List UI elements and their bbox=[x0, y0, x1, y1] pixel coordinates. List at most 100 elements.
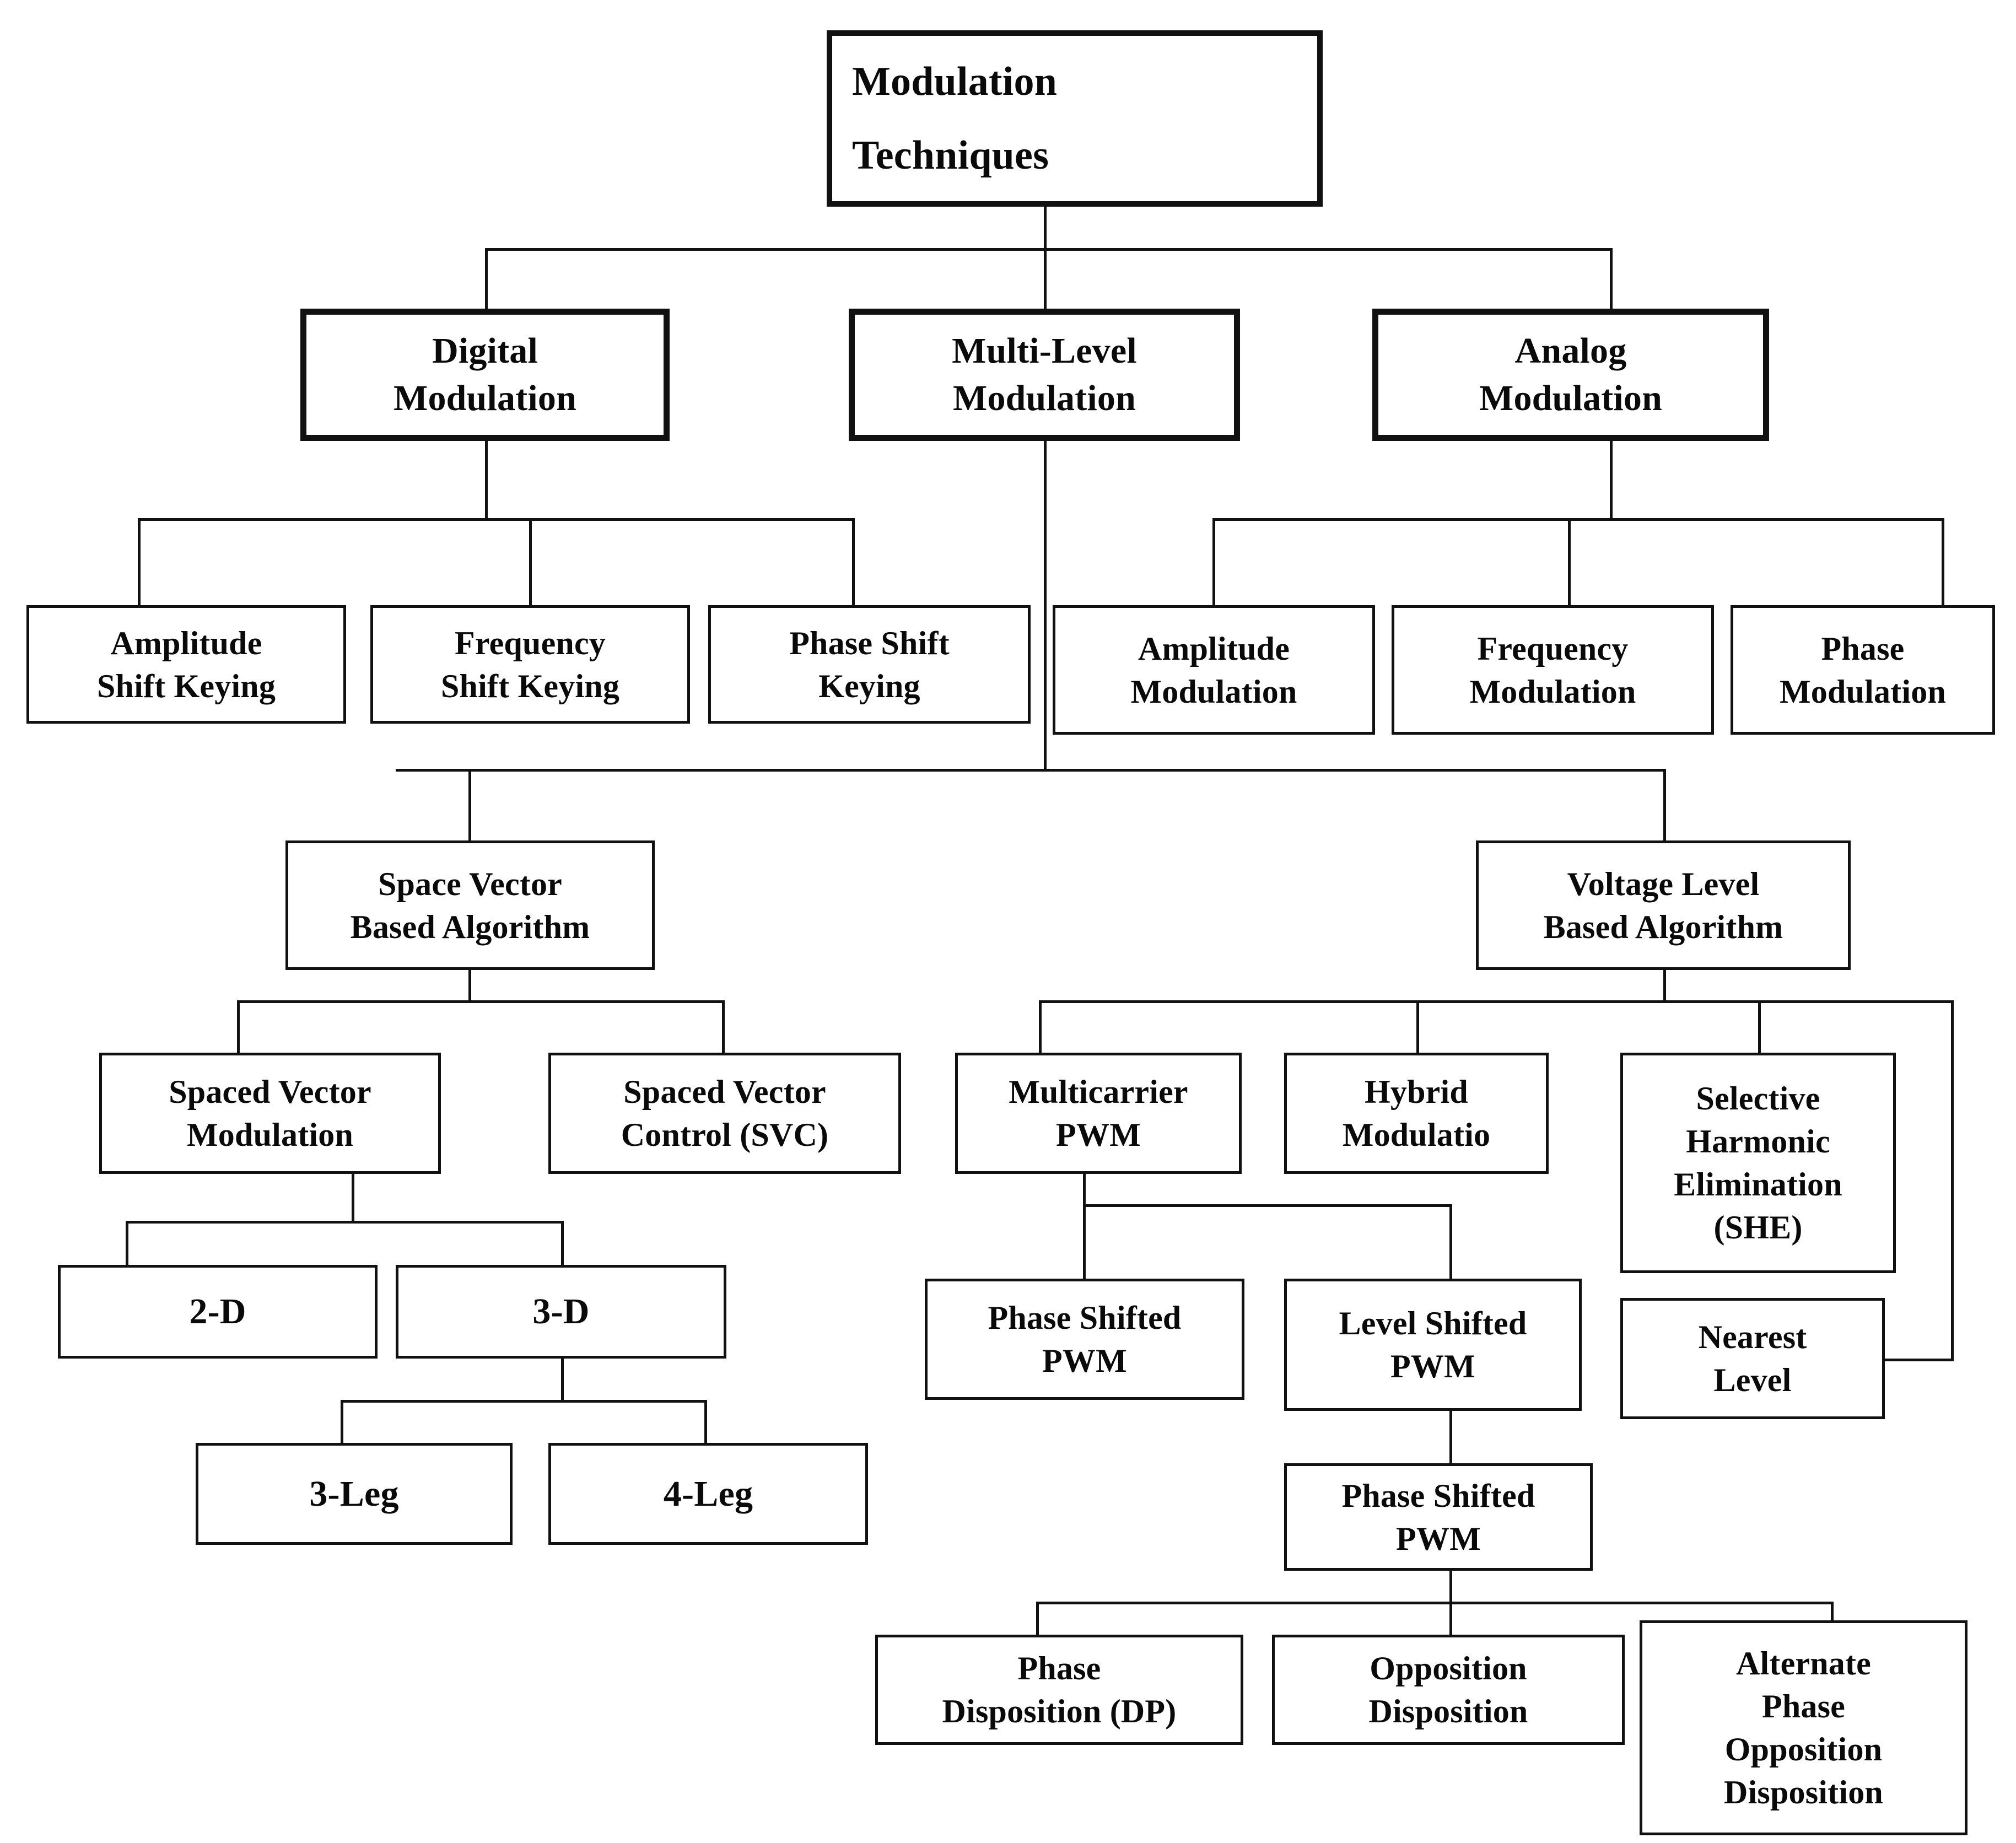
connector-vlba-bus bbox=[1039, 1000, 1954, 1003]
node-analog-modulation[interactable]: Analog Modulation bbox=[1372, 309, 1769, 441]
connector-to-hybrid bbox=[1416, 1000, 1419, 1053]
connector-to-4leg bbox=[704, 1400, 707, 1443]
connector-svm-bus bbox=[126, 1221, 561, 1224]
node-label-line1: Opposition bbox=[1370, 1650, 1527, 1686]
node-label-line2: Modulation bbox=[393, 378, 577, 418]
node-phase-disposition[interactable]: Phase Disposition (DP) bbox=[875, 1635, 1243, 1745]
node-label-line3: Elimination bbox=[1674, 1166, 1842, 1203]
connector-to-mcpwm bbox=[1039, 1000, 1042, 1053]
node-label-line2: Based Algorithm bbox=[1543, 908, 1783, 945]
node-label-line2: Shift Keying bbox=[96, 667, 276, 704]
node-label-line1: Selective bbox=[1696, 1080, 1820, 1117]
connector-svba-bus bbox=[237, 1000, 722, 1003]
node-label-line1: Spaced Vector bbox=[623, 1074, 826, 1110]
node-label-line3: Opposition bbox=[1724, 1731, 1883, 1767]
node-phase-shifted-pwm-1[interactable]: Phase Shifted PWM bbox=[925, 1279, 1244, 1400]
connector-to-od bbox=[1449, 1602, 1452, 1635]
node-label-line1: Level Shifted bbox=[1339, 1305, 1527, 1341]
connector-multilevel-bus bbox=[396, 769, 1663, 772]
node-label-line1: Amplitude bbox=[110, 624, 262, 661]
connector-to-pm bbox=[1942, 518, 1944, 605]
node-label-line2: Disposition (DP) bbox=[942, 1693, 1177, 1729]
node-label-line1: Multicarrier bbox=[1009, 1074, 1188, 1110]
node-spaced-vector-control[interactable]: Spaced Vector Control (SVC) bbox=[548, 1053, 901, 1174]
connector-pspwm2-bus bbox=[1036, 1602, 1831, 1604]
connector-3d-bus bbox=[341, 1400, 704, 1403]
node-nearest-level[interactable]: Nearest Level bbox=[1620, 1298, 1885, 1419]
node-label-line1: Amplitude bbox=[1138, 630, 1290, 667]
node-label-line2: PWM bbox=[1390, 1348, 1475, 1384]
node-multicarrier-pwm[interactable]: Multicarrier PWM bbox=[955, 1053, 1242, 1174]
connector-nearest-elbow bbox=[1884, 1359, 1954, 1361]
connector-to-3d bbox=[561, 1221, 564, 1265]
connector-to-pd bbox=[1036, 1602, 1039, 1635]
node-label-line1: Hybrid bbox=[1365, 1074, 1468, 1110]
node-label-line1: 3-D bbox=[532, 1291, 590, 1332]
node-phase-shift-keying[interactable]: Phase Shift Keying bbox=[708, 605, 1031, 724]
connector-to-ask bbox=[138, 518, 141, 605]
connector-to-apod bbox=[1831, 1602, 1834, 1635]
node-alternate-phase-opposition-disposition[interactable]: Alternate Phase Opposition Disposition bbox=[1640, 1620, 1968, 1835]
node-label-line1: Spaced Vector bbox=[169, 1074, 371, 1110]
connector-vlba-stem bbox=[1663, 970, 1666, 1000]
node-3d[interactable]: 3-D bbox=[396, 1265, 726, 1359]
connector-digital-bus bbox=[138, 518, 852, 521]
connector-to-pspwm1 bbox=[1083, 1204, 1086, 1279]
node-selective-harmonic-elimination[interactable]: Selective Harmonic Elimination (SHE) bbox=[1620, 1053, 1896, 1273]
node-space-vector-based-algorithm[interactable]: Space Vector Based Algorithm bbox=[285, 840, 655, 970]
node-frequency-shift-keying[interactable]: Frequency Shift Keying bbox=[370, 605, 690, 724]
node-label-line1: Phase Shift bbox=[789, 624, 950, 661]
connector-to-multilevel bbox=[1044, 248, 1047, 309]
connector-to-lspwm bbox=[1449, 1204, 1452, 1279]
node-amplitude-modulation[interactable]: Amplitude Modulation bbox=[1053, 605, 1375, 735]
node-opposition-disposition[interactable]: Opposition Disposition bbox=[1272, 1635, 1625, 1745]
node-label-line1: 3-Leg bbox=[309, 1473, 399, 1514]
node-label-line1: Digital bbox=[432, 331, 538, 371]
node-hybrid-modulation[interactable]: Hybrid Modulatio bbox=[1284, 1053, 1549, 1174]
node-label-line1: Nearest bbox=[1698, 1319, 1807, 1355]
node-label-line2: Harmonic bbox=[1686, 1123, 1830, 1160]
connector-to-am bbox=[1212, 518, 1215, 605]
node-2d[interactable]: 2-D bbox=[58, 1265, 378, 1359]
connector-lspwm-stem bbox=[1449, 1411, 1452, 1464]
node-frequency-modulation[interactable]: Frequency Modulation bbox=[1392, 605, 1714, 735]
node-label-line1: Multi-Level bbox=[952, 331, 1137, 371]
node-label-line1: Phase bbox=[1821, 630, 1905, 667]
node-modulation-techniques[interactable]: Modulation Techniques bbox=[827, 30, 1323, 207]
node-3-leg[interactable]: 3-Leg bbox=[196, 1443, 513, 1545]
node-phase-modulation[interactable]: Phase Modulation bbox=[1731, 605, 1995, 735]
node-multi-level-modulation[interactable]: Multi-Level Modulation bbox=[849, 309, 1240, 441]
connector-pspwm2-stem bbox=[1449, 1570, 1452, 1602]
node-label-line2: Shift Keying bbox=[440, 667, 620, 704]
node-label-line1: 4-Leg bbox=[663, 1473, 753, 1514]
node-label-line1: Phase bbox=[1017, 1650, 1101, 1686]
node-label-line2: Techniques bbox=[852, 133, 1049, 178]
node-digital-modulation[interactable]: Digital Modulation bbox=[300, 309, 670, 441]
connector-mcpwm-bus bbox=[1083, 1204, 1449, 1207]
node-label-line4: (SHE) bbox=[1713, 1209, 1803, 1246]
node-label-line2: Modulation bbox=[1779, 673, 1947, 710]
connector-analog-bus bbox=[1212, 518, 1942, 521]
node-label-line2: Based Algorithm bbox=[350, 908, 590, 945]
connector-root-bus bbox=[485, 248, 1613, 251]
node-phase-shifted-pwm-2[interactable]: Phase Shifted PWM bbox=[1284, 1463, 1593, 1571]
node-voltage-level-based-algorithm[interactable]: Voltage Level Based Algorithm bbox=[1476, 840, 1851, 970]
connector-to-3leg bbox=[341, 1400, 343, 1443]
node-label-line2: Modulation bbox=[1130, 673, 1297, 710]
connector-svm-stem bbox=[352, 1174, 354, 1221]
connector-to-analog bbox=[1610, 248, 1613, 309]
node-label-line2: PWM bbox=[1056, 1117, 1141, 1153]
node-amplitude-shift-keying[interactable]: Amplitude Shift Keying bbox=[26, 605, 346, 724]
connector-multilevel-stem bbox=[1044, 441, 1047, 769]
node-level-shifted-pwm[interactable]: Level Shifted PWM bbox=[1284, 1279, 1582, 1411]
connector-to-she bbox=[1758, 1000, 1761, 1053]
node-label-line2: Modulatio bbox=[1342, 1117, 1491, 1153]
connector-digital-stem bbox=[485, 441, 488, 518]
node-4-leg[interactable]: 4-Leg bbox=[548, 1443, 868, 1545]
node-label-line1: Phase Shifted bbox=[988, 1300, 1182, 1336]
node-spaced-vector-modulation[interactable]: Spaced Vector Modulation bbox=[99, 1053, 441, 1174]
node-label-line1: Phase Shifted bbox=[1341, 1477, 1535, 1514]
node-label-line1: Frequency bbox=[1477, 630, 1629, 667]
node-label-line2: Modulation bbox=[952, 378, 1136, 418]
node-label-line4: Disposition bbox=[1724, 1774, 1883, 1810]
